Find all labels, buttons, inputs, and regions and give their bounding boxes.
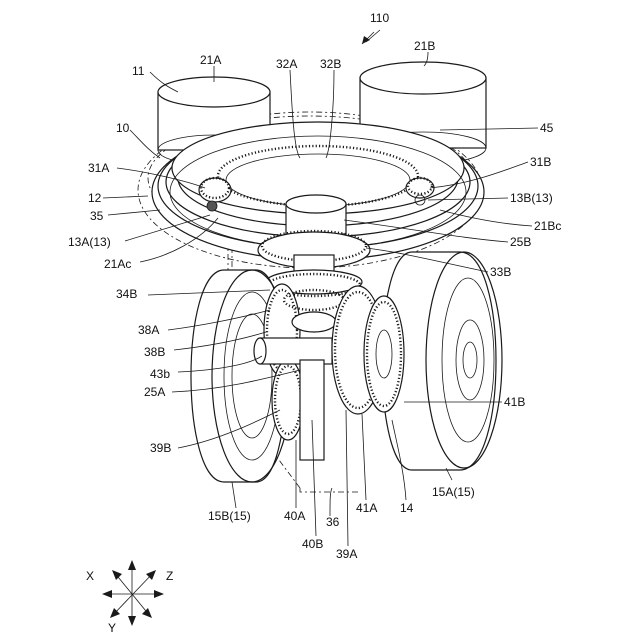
label-21B: 21B xyxy=(414,39,435,53)
label-41B: 41B xyxy=(504,395,525,409)
label-21A: 21A xyxy=(200,53,221,67)
label-25A: 25A xyxy=(144,385,165,399)
axis-label-z: Z xyxy=(166,569,173,583)
label-38B: 38B xyxy=(144,345,165,359)
label-40A: 40A xyxy=(284,509,305,523)
label-32B: 32B xyxy=(320,57,341,71)
label-21Ac: 21Ac xyxy=(104,257,131,271)
label-15B: 15B(15) xyxy=(208,509,251,523)
axis-label-x: X xyxy=(86,569,94,583)
label-10: 10 xyxy=(116,121,130,135)
label-11: 11 xyxy=(132,64,145,78)
label-15A: 15A(15) xyxy=(432,485,475,499)
label-45: 45 xyxy=(540,121,554,135)
label-39A: 39A xyxy=(336,547,357,561)
axis-label-y: Y xyxy=(108,621,116,635)
label-31A: 31A xyxy=(88,161,109,175)
label-32A: 32A xyxy=(276,57,297,71)
label-39B: 39B xyxy=(150,441,171,455)
spur-gears-right xyxy=(332,286,404,414)
coordinate-axes xyxy=(102,560,164,626)
label-36: 36 xyxy=(326,515,340,529)
label-31B: 31B xyxy=(530,155,551,169)
label-43b: 43b xyxy=(150,367,170,381)
label-110: 110 xyxy=(370,11,389,25)
label-13B: 13B(13) xyxy=(510,191,553,205)
assembly-arrow xyxy=(362,32,374,44)
label-33B: 33B xyxy=(490,265,511,279)
label-41A: 41A xyxy=(356,501,377,515)
label-34B: 34B xyxy=(116,287,137,301)
label-12: 12 xyxy=(88,191,102,205)
label-13A: 13A(13) xyxy=(68,235,111,249)
gear-stack-33B xyxy=(258,231,370,296)
label-21Bc: 21Bc xyxy=(534,219,561,233)
label-38A: 38A xyxy=(138,323,159,337)
central-hub xyxy=(286,195,346,234)
label-14: 14 xyxy=(400,501,414,515)
label-25B: 25B xyxy=(510,235,531,249)
label-40B: 40B xyxy=(302,537,323,551)
label-35: 35 xyxy=(90,209,104,223)
